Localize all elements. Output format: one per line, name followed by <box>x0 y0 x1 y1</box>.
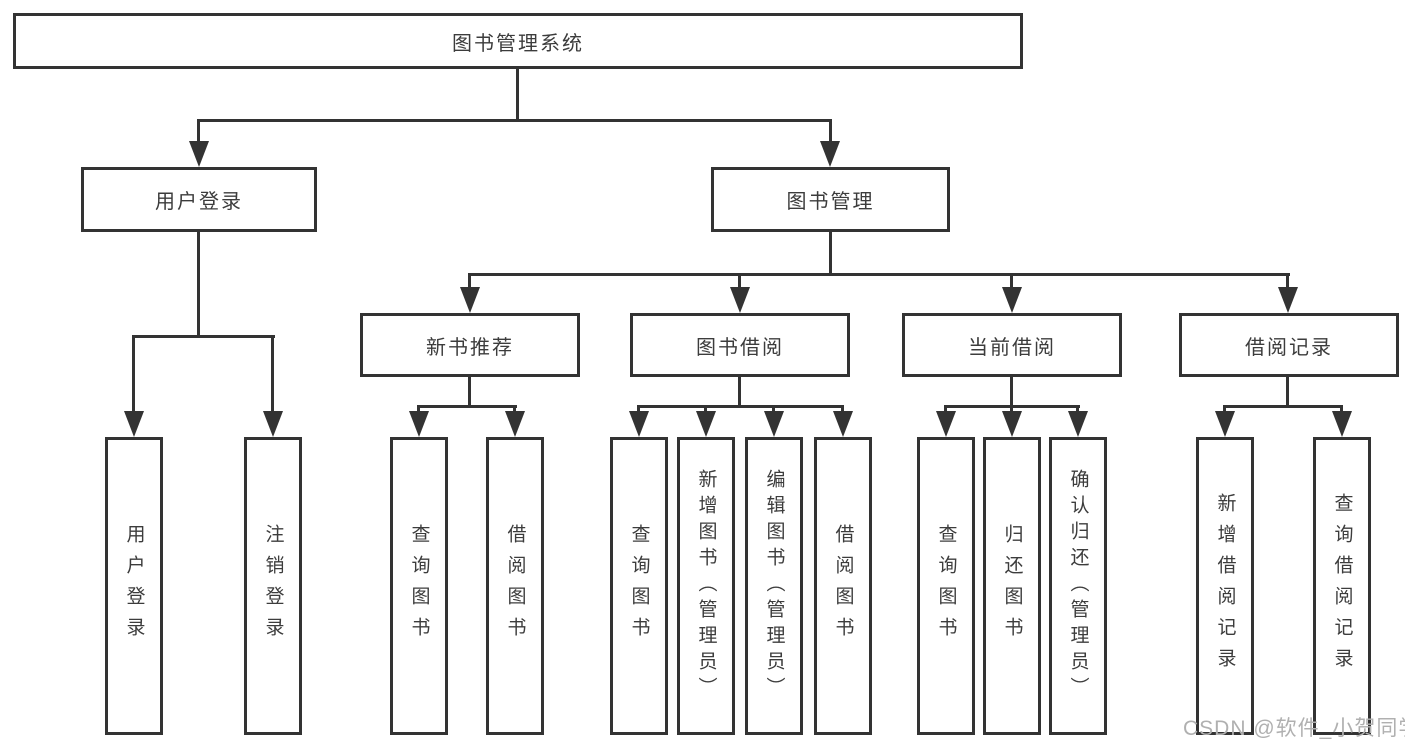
connector-drop-section <box>1286 273 1289 293</box>
connector-drop-user-login <box>197 119 200 149</box>
arrowhead-section <box>1278 287 1298 313</box>
leaf-label: 注销登录 <box>262 524 284 648</box>
arrowhead-section <box>730 287 750 313</box>
connector-current-stem <box>1010 377 1013 408</box>
leaf-return-book: 归还图书 <box>983 437 1041 735</box>
arrowhead-leaf <box>764 411 784 437</box>
leaf-label: 查询图书 <box>628 524 650 648</box>
arrowhead-leaf <box>833 411 853 437</box>
connector-borrow-stem <box>738 377 741 408</box>
leaf-edit-book-admin: 编辑图书（管理员） <box>745 437 803 735</box>
connector-drop-book-mgmt <box>829 119 832 149</box>
node-root-library-management-system: 图书管理系统 <box>13 13 1023 69</box>
arrowhead-leaf <box>505 411 525 437</box>
arrowhead-leaf <box>936 411 956 437</box>
leaf-logout: 注销登录 <box>244 437 302 735</box>
leaf-label: 确认归还（管理员） <box>1067 469 1089 703</box>
arrowhead-leaf <box>263 411 283 437</box>
node-book-management: 图书管理 <box>711 167 950 232</box>
node-new-book-recommend: 新书推荐 <box>360 313 580 377</box>
arrowhead-user-login <box>189 141 209 167</box>
arrowhead-section <box>460 287 480 313</box>
node-label: 新书推荐 <box>426 336 514 359</box>
arrowhead-leaf <box>1002 411 1022 437</box>
connector-bookmgmt-hbar <box>468 273 1290 276</box>
connector-userlogin-stem <box>197 232 200 338</box>
connector-drop-section <box>738 273 741 293</box>
watermark: CSDN @软件_小贺同学 <box>1183 717 1405 740</box>
node-label: 借阅记录 <box>1245 336 1333 359</box>
leaf-query-books-newrec: 查询图书 <box>390 437 448 735</box>
leaf-borrow-books-borrow: 借阅图书 <box>814 437 872 735</box>
leaf-query-borrow-record: 查询借阅记录 <box>1313 437 1371 735</box>
arrowhead-leaf <box>124 411 144 437</box>
connector-bookmgmt-stem <box>829 232 832 275</box>
node-label: 用户登录 <box>155 191 243 213</box>
connector-root-stem <box>516 69 519 121</box>
connector-newrec-hbar <box>417 405 517 408</box>
arrowhead-leaf <box>696 411 716 437</box>
node-current-borrowing: 当前借阅 <box>902 313 1122 377</box>
connector-borrow-hbar <box>637 405 844 408</box>
leaf-label: 查询图书 <box>935 524 957 648</box>
node-book-borrowing: 图书借阅 <box>630 313 850 377</box>
arrowhead-section <box>1002 287 1022 313</box>
leaf-confirm-return-admin: 确认归还（管理员） <box>1049 437 1107 735</box>
node-label: 图书管理系统 <box>452 32 584 55</box>
arrowhead-leaf <box>409 411 429 437</box>
connector-drop-leaf <box>132 335 135 427</box>
arrowhead-leaf <box>629 411 649 437</box>
leaf-label: 编辑图书（管理员） <box>763 469 785 703</box>
leaf-add-borrow-record: 新增借阅记录 <box>1196 437 1254 735</box>
leaf-label: 借阅图书 <box>832 524 854 648</box>
arrowhead-book-mgmt <box>820 141 840 167</box>
leaf-label: 查询借阅记录 <box>1331 493 1353 679</box>
node-label: 当前借阅 <box>968 336 1056 359</box>
leaf-query-books-current: 查询图书 <box>917 437 975 735</box>
leaf-label: 新增图书（管理员） <box>695 469 717 703</box>
leaf-label: 归还图书 <box>1001 524 1023 648</box>
connector-userlogin-hbar <box>133 335 275 338</box>
arrowhead-leaf <box>1332 411 1352 437</box>
node-label: 图书管理 <box>786 191 875 213</box>
node-user-login: 用户登录 <box>81 167 317 232</box>
leaf-label: 借阅图书 <box>504 524 526 648</box>
leaf-add-book-admin: 新增图书（管理员） <box>677 437 735 735</box>
arrowhead-leaf <box>1068 411 1088 437</box>
connector-drop-section <box>1010 273 1013 293</box>
leaf-borrow-books-newrec: 借阅图书 <box>486 437 544 735</box>
connector-drop-section <box>468 273 471 293</box>
arrowhead-leaf <box>1215 411 1235 437</box>
node-borrowing-records: 借阅记录 <box>1179 313 1399 377</box>
connector-newrec-stem <box>468 377 471 408</box>
connector-root-hbar <box>197 119 832 122</box>
connector-drop-leaf <box>271 335 274 427</box>
leaf-user-login: 用户登录 <box>105 437 163 735</box>
node-label: 图书借阅 <box>696 336 784 359</box>
leaf-label: 查询图书 <box>408 524 430 648</box>
leaf-label: 新增借阅记录 <box>1214 493 1236 679</box>
leaf-query-books-borrow: 查询图书 <box>610 437 668 735</box>
leaf-label: 用户登录 <box>123 524 145 648</box>
connector-records-hbar <box>1223 405 1343 408</box>
connector-records-stem <box>1286 377 1289 408</box>
